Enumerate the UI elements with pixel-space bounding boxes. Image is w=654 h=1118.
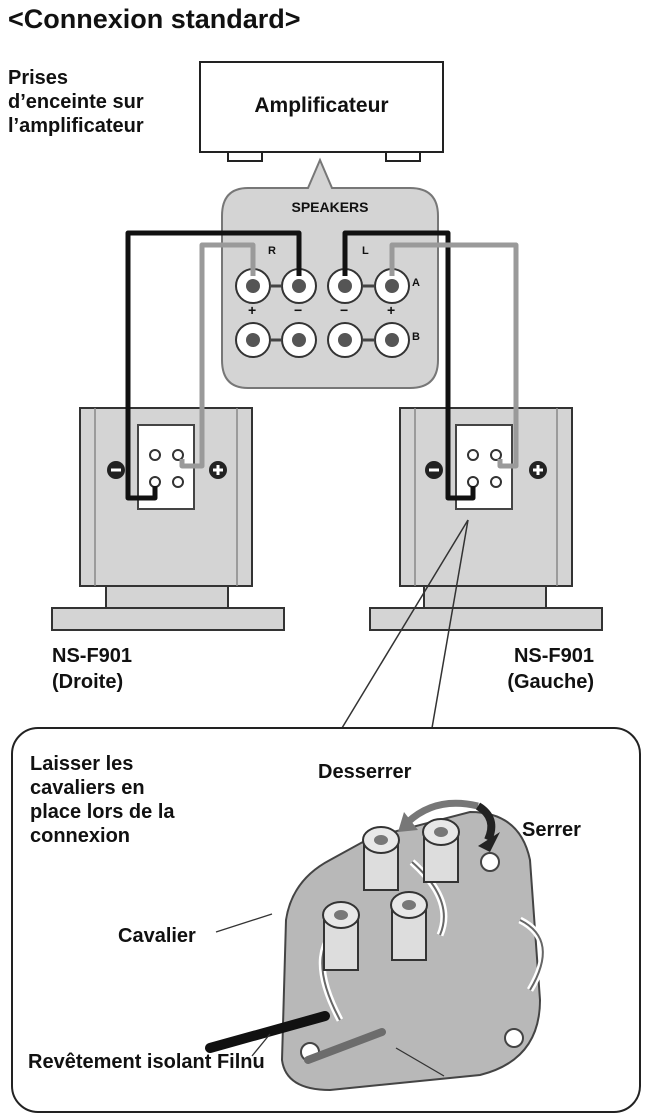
speaker-left xyxy=(369,407,603,631)
jumper-label: Cavalier xyxy=(118,925,196,947)
row-a-label: A xyxy=(412,277,420,289)
loosen-label: Desserrer xyxy=(318,761,412,783)
speaker-wires xyxy=(125,230,519,501)
speaker-right xyxy=(51,407,285,631)
minus-label-l: − xyxy=(340,302,349,318)
rotate-arrow-icon xyxy=(398,799,500,852)
zoom-callout-lines xyxy=(341,519,469,729)
coating-label: Revêtement isolant Filnu xyxy=(28,1051,265,1073)
speaker-right-model: NS-F901 xyxy=(52,645,133,667)
binding-post-icons xyxy=(322,818,460,971)
minus-label-r: − xyxy=(294,302,303,318)
plus-label-l: + xyxy=(387,302,396,318)
channel-l-label: L xyxy=(362,245,369,257)
cable-ends xyxy=(205,1011,386,1064)
leader-lines xyxy=(215,913,445,1077)
jumper-note: Laisser les cavaliers en place lors de l… xyxy=(30,753,175,847)
amp-jacks-label: Prises d’enceinte sur l’amplificateur xyxy=(8,67,144,137)
speakers-panel-label: SPEAKERS xyxy=(291,199,369,215)
plus-label-r: + xyxy=(248,302,257,318)
channel-r-label: R xyxy=(268,245,276,257)
amplifier-box xyxy=(199,61,444,162)
page-title: <Connexion standard> xyxy=(8,4,301,34)
speaker-left-model: NS-F901 xyxy=(513,645,594,667)
speaker-left-side: (Gauche) xyxy=(507,671,594,693)
speaker-right-side: (Droite) xyxy=(52,671,124,693)
row-b-label: B xyxy=(412,331,420,343)
amplifier-name: Amplificateur xyxy=(254,94,389,117)
amp-terminals xyxy=(235,268,410,358)
tighten-label: Serrer xyxy=(522,819,581,841)
